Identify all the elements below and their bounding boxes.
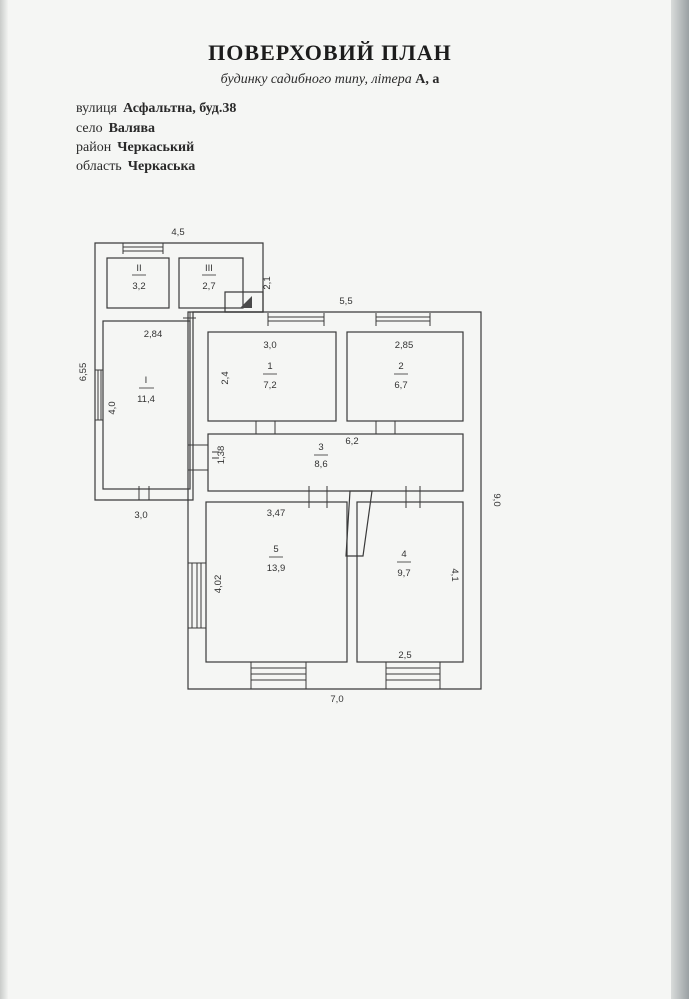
room-id: 5	[273, 544, 278, 555]
room-area: 7,2	[263, 380, 276, 391]
dim-corridor-height: 1,38	[216, 446, 227, 465]
room-area: 9,7	[397, 568, 410, 579]
document-title: ПОВЕРХОВИЙ ПЛАН	[208, 40, 452, 65]
dim-corridor-width: 6,2	[345, 436, 358, 447]
address-value: Асфальтна, буд.38	[122, 101, 237, 116]
room-area: 2,7	[202, 281, 215, 292]
dim-annex-total-height: 6,55	[78, 363, 89, 382]
address-label: область	[76, 159, 122, 174]
room-area: 13,9	[267, 563, 286, 574]
page-edge	[671, 0, 689, 999]
dim-room-I-height: 4,0	[107, 401, 118, 414]
address-label: вулиця	[76, 101, 117, 116]
plan-windows	[95, 243, 441, 689]
dim-room4-height: 4,1	[449, 568, 460, 581]
subtitle-letter: А, а	[415, 72, 440, 87]
room-id: II	[136, 263, 141, 274]
dim-room-I-width: 2,84	[144, 329, 163, 340]
plan-doors	[138, 312, 421, 508]
dim-room5-height: 4,02	[213, 575, 224, 594]
address-value: Черкаський	[117, 140, 195, 155]
plan-walls	[94, 242, 482, 690]
dim-room1-height: 2,4	[220, 371, 231, 384]
dim-main-top: 5,5	[339, 296, 352, 307]
document-subtitle: будинку садибного типу, літера А, а	[150, 72, 510, 88]
room-area: 6,7	[394, 380, 407, 391]
address-value: Черкаська	[127, 159, 196, 174]
address-region: область Черкаська	[76, 159, 195, 175]
dim-total-height: 9,0	[491, 493, 502, 506]
room-area: 3,2	[132, 281, 145, 292]
dim-total-width: 7,0	[330, 694, 343, 705]
room-id: 2	[398, 361, 403, 372]
address-label: село	[76, 121, 103, 136]
address-value: Валява	[108, 121, 156, 136]
room-area: 8,6	[314, 459, 327, 470]
room-id: 1	[267, 361, 272, 372]
address-district: район Черкаський	[76, 140, 194, 156]
room-labels: II 3,2 III 2,7 I 11,4 1 7,2 2 6,7 3 8,6 …	[132, 263, 411, 579]
dim-room5-width: 3,47	[267, 508, 286, 519]
room-area: 11,4	[137, 394, 155, 405]
address-street: вулиця Асфальтна, буд.38	[76, 101, 236, 117]
address-label: район	[76, 140, 112, 155]
binding-fold	[0, 0, 8, 999]
dim-room1-width: 3,0	[263, 340, 276, 351]
subtitle-prefix: будинку садибного типу, літера	[220, 72, 412, 87]
dim-annex-height: 2,1	[262, 276, 273, 289]
dim-top-annex: 4,5	[171, 227, 184, 238]
room-id: 3	[318, 442, 323, 453]
room-id: III	[205, 263, 213, 274]
room-id: 4	[401, 549, 406, 560]
dim-room2-width: 2,85	[395, 340, 414, 351]
address-village: село Валява	[76, 121, 155, 137]
dim-room4-width: 2,5	[398, 650, 411, 661]
room-id: I	[145, 375, 148, 386]
dim-annex-bottom: 3,0	[134, 510, 147, 521]
stair-marker-icon	[240, 296, 252, 308]
dimension-labels: 4,5 2,1 5,5 2,84 6,55 4,0 3,0 3,0 2,4 2,…	[78, 227, 502, 705]
